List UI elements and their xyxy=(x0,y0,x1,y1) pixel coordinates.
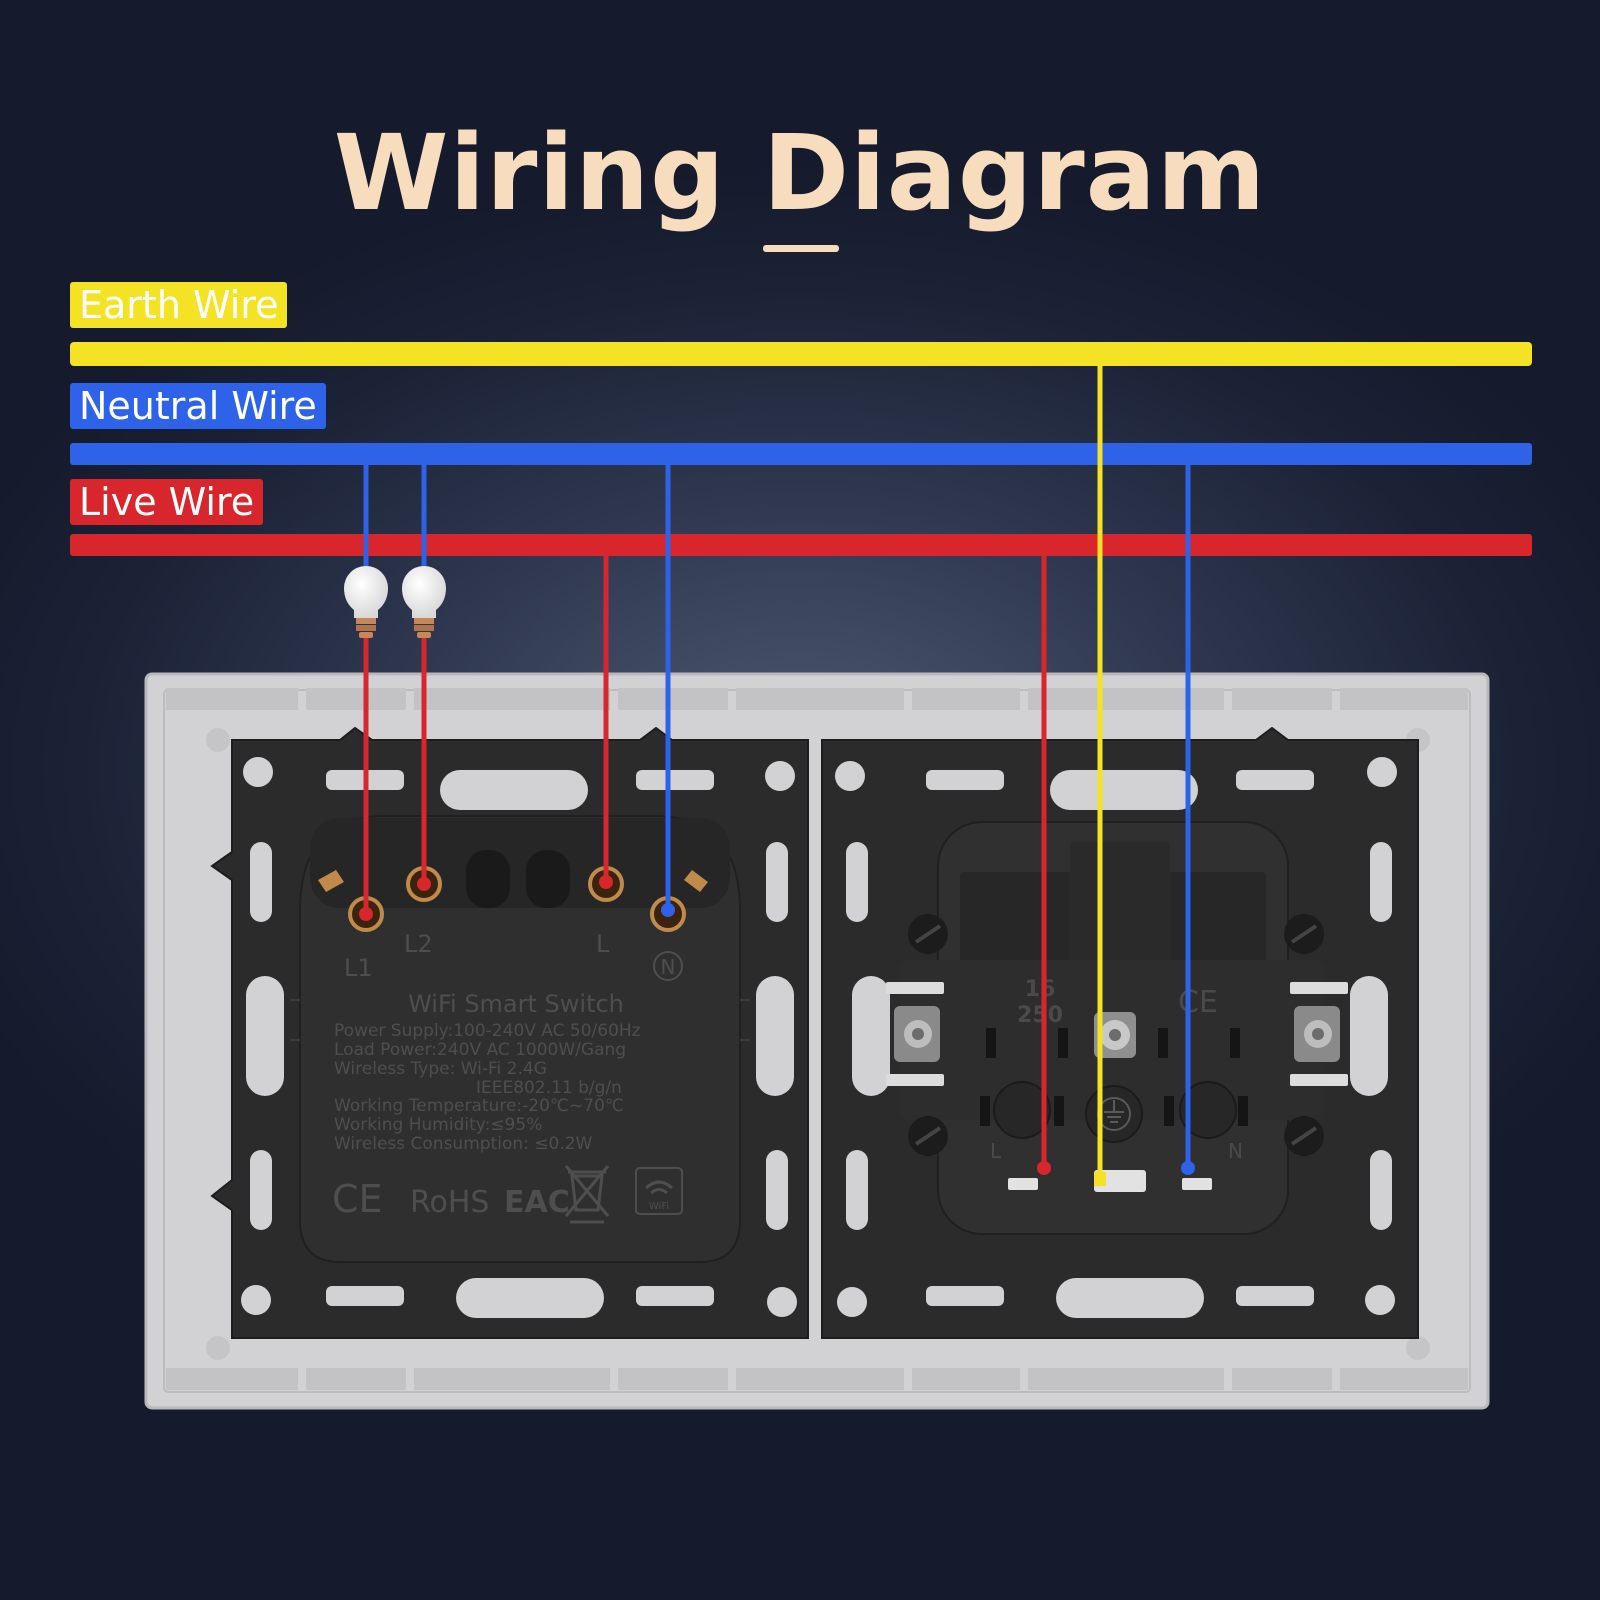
spec-wireless-type: Wireless Type: Wi-Fi 2.4G xyxy=(334,1059,547,1079)
lamp-1 xyxy=(344,566,388,638)
spec-working-temperature: Working Temperature:-20℃~70℃ xyxy=(334,1096,624,1116)
ce-mark: CE xyxy=(332,1177,383,1221)
socket-clamp-left xyxy=(886,982,944,1086)
earth-wire-label: Earth Wire xyxy=(70,282,288,328)
wifi-badge-label: WiFi xyxy=(649,1201,669,1212)
earth-wire-bus xyxy=(70,342,1532,366)
earth-dot-socket xyxy=(1094,1172,1106,1186)
wifi-icon xyxy=(644,1180,674,1190)
live-dot-l xyxy=(599,875,613,889)
live-wire-label: Live Wire xyxy=(70,479,264,525)
lamp-2 xyxy=(402,566,446,638)
bulb-icon xyxy=(344,566,388,618)
title-underline xyxy=(763,245,839,252)
socket-module: 16 250 CE L N xyxy=(886,821,1348,1235)
module-name: WiFi Smart Switch xyxy=(408,990,624,1018)
socket-terminal-label-l: L xyxy=(990,1139,1002,1163)
terminal-n-circle xyxy=(653,951,683,981)
socket-terminal-label-n: N xyxy=(1228,1139,1243,1163)
terminal-label-l1: L1 xyxy=(344,954,373,982)
terminal-label-n: N xyxy=(661,955,676,979)
socket-ce-mark: CE xyxy=(1178,985,1218,1020)
wifi-badge: WiFi xyxy=(635,1167,683,1215)
neutral-wire-label: Neutral Wire xyxy=(70,383,326,429)
neutral-wire-bus xyxy=(70,443,1532,465)
live-wire-bus xyxy=(70,534,1532,556)
socket-clamp-right xyxy=(1290,982,1348,1086)
earth-terminal-screw xyxy=(1094,1012,1136,1058)
terminal-label-l: L xyxy=(596,930,610,958)
live-branches xyxy=(363,545,1047,1168)
socket-terminal-earth xyxy=(1094,1170,1146,1192)
spec-working-humidity: Working Humidity:≤95% xyxy=(334,1115,542,1135)
spec-load-power: Load Power:240V AC 1000W/Gang xyxy=(334,1040,626,1060)
page-title: Wiring Diagram xyxy=(333,112,1267,234)
live-connection-dots xyxy=(359,875,1051,1175)
spec-wireless-consumption: Wireless Consumption: ≤0.2W xyxy=(334,1134,593,1154)
socket-terminal-l xyxy=(1008,1178,1038,1190)
neutral-dot-switch xyxy=(661,903,675,917)
live-dot-socket xyxy=(1037,1161,1051,1175)
neutral-connection-dots xyxy=(661,903,1195,1175)
socket-terminal-n xyxy=(1182,1178,1212,1190)
socket-rating-current: 16 xyxy=(1025,977,1056,1002)
neutral-dot-socket xyxy=(1181,1161,1195,1175)
live-dot-l1 xyxy=(359,907,373,921)
bulb-icon xyxy=(402,566,446,618)
wifi-switch-module: L1 L2 L N WiFi Smart Switch Power Supply… xyxy=(290,815,750,1263)
weee-bin-icon xyxy=(564,1165,610,1224)
eac-mark: EAC xyxy=(504,1185,570,1220)
rohs-mark: RoHS xyxy=(410,1185,489,1220)
terminal-label-l2: L2 xyxy=(404,930,433,958)
spec-wireless-standard: IEEE802.11 b/g/n xyxy=(476,1078,622,1098)
spec-power-supply: Power Supply:100-240V AC 50/60Hz xyxy=(334,1021,641,1041)
live-dot-l2 xyxy=(417,877,431,891)
socket-rating-voltage: 250 xyxy=(1017,1003,1063,1028)
